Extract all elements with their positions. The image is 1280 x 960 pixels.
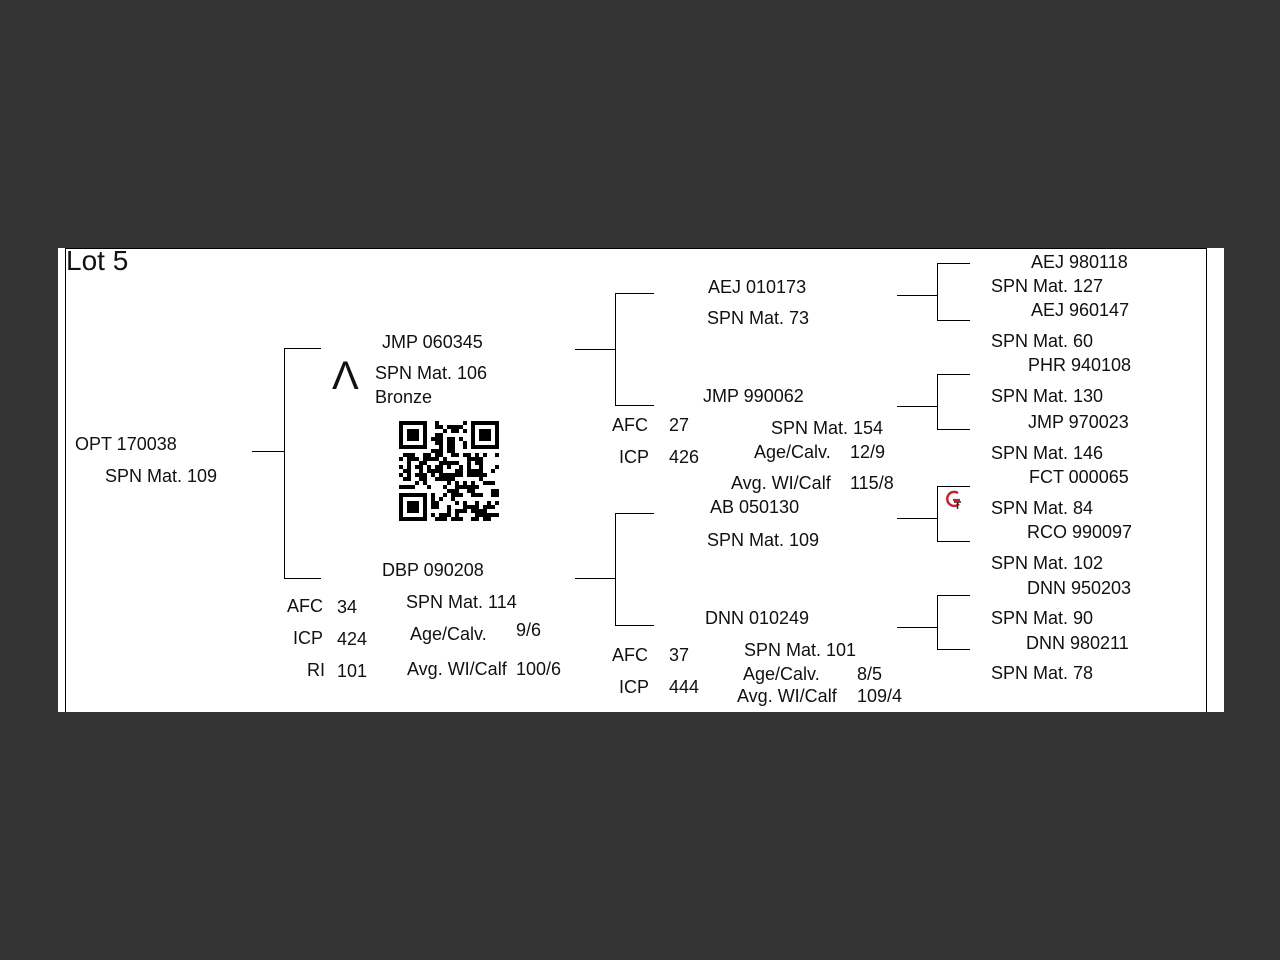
sheet-border-right (1206, 248, 1207, 712)
dam-ri-label: RI (307, 660, 325, 680)
sire-mark: Λ (332, 354, 359, 398)
sire-dam-id: JMP 990062 (703, 386, 804, 406)
gen3-mat-6: SPN Mat. 102 (991, 553, 1104, 573)
connector-line (937, 486, 970, 487)
gen3-id-4: JMP 970023 (1028, 412, 1129, 432)
dam-icp-value: 424 (337, 629, 368, 649)
connector-line (615, 513, 654, 514)
dam-avg-label: Avg. WI/Calf (407, 659, 507, 679)
dam-dam-mat: SPN Mat. 101 (744, 640, 857, 660)
dam-dam-avg-label: Avg. WI/Calf (737, 686, 837, 706)
connector-line (937, 374, 938, 429)
connector-line (284, 578, 321, 579)
sire-dam-age-value: 12/9 (850, 442, 886, 462)
dam-dam-id: DNN 010249 (705, 608, 810, 628)
sire-sire-id: AEJ 010173 (708, 277, 807, 297)
dam-afc-label: AFC (287, 596, 323, 616)
sire-dam-afc-label: AFC (612, 415, 648, 435)
sheet-border-top (65, 248, 1206, 249)
sheet-border-left (65, 248, 66, 712)
sire-dam-afc-value: 27 (669, 415, 690, 435)
dam-mat: SPN Mat. 114 (406, 592, 517, 612)
sire-dam-avg-value: 115/8 (850, 473, 894, 493)
connector-line (575, 578, 615, 579)
qr-code-icon (399, 421, 499, 521)
connector-line (937, 263, 970, 264)
gen3-mat-5: SPN Mat. 84 (991, 498, 1094, 518)
connector-line (937, 595, 970, 596)
sire-dam-mat: SPN Mat. 154 (771, 418, 884, 438)
connector-line (937, 263, 938, 320)
connector-line (937, 429, 970, 430)
gen3-id-1: AEJ 980118 (1031, 252, 1128, 272)
connector-line (897, 406, 937, 407)
dam-dam-afc-value: 37 (669, 645, 690, 665)
lot-title: Lot 5 (66, 245, 129, 276)
connector-line (937, 595, 938, 650)
gen3-id-2: AEJ 960147 (1031, 300, 1130, 320)
pedigree-sheet: Lot 5 OPT 170038 SPN Mat. 109 JMP 060345… (58, 245, 1224, 712)
connector-line (575, 349, 615, 350)
sire-sire-mat: SPN Mat. 73 (707, 308, 810, 328)
sire-mat: SPN Mat. 106 (375, 363, 488, 383)
dam-dam-avg-value: 109/4 (857, 686, 903, 706)
connector-line (897, 627, 937, 628)
gen3-id-5: FCT 000065 (1029, 467, 1129, 487)
dam-sire-mat: SPN Mat. 109 (707, 530, 820, 550)
connector-line (284, 348, 321, 349)
connector-line (284, 348, 285, 578)
connector-line (252, 451, 284, 452)
dam-sire-id: AB 050130 (710, 497, 800, 517)
sire-dam-age-label: Age/Calv. (754, 442, 831, 462)
sire-dam-icp-label: ICP (619, 447, 650, 467)
dam-dam-icp-value: 444 (669, 677, 700, 697)
subject-id: OPT 170038 (75, 434, 177, 454)
connector-line (615, 513, 616, 625)
dam-dam-age-label: Age/Calv. (743, 664, 820, 684)
gen3-mat-4: SPN Mat. 146 (991, 443, 1104, 463)
gen3-id-6: RCO 990097 (1027, 522, 1133, 542)
connector-line (937, 320, 970, 321)
dam-age-value: 9/6 (516, 620, 542, 640)
sire-grade: Bronze (375, 387, 433, 407)
sire-dam-icp-value: 426 (669, 447, 700, 467)
dam-ri-value: 101 (337, 661, 368, 681)
gt-logo-icon (946, 490, 961, 509)
dam-age-label: Age/Calv. (410, 624, 487, 644)
gen3-mat-3: SPN Mat. 130 (991, 386, 1104, 406)
connector-line (615, 293, 654, 294)
dam-id: DBP 090208 (382, 560, 484, 580)
connector-line (937, 374, 970, 375)
gen3-mat-1: SPN Mat. 127 (991, 276, 1104, 296)
connector-line (615, 625, 654, 626)
connector-line (897, 518, 937, 519)
dam-afc-value: 34 (337, 597, 358, 617)
connector-line (937, 649, 970, 650)
sire-id: JMP 060345 (382, 332, 483, 352)
gen3-id-3: PHR 940108 (1028, 355, 1132, 375)
dam-dam-icp-label: ICP (619, 677, 650, 697)
subject-mat: SPN Mat. 109 (105, 466, 218, 486)
gen3-mat-7: SPN Mat. 90 (991, 608, 1094, 628)
gen3-mat-2: SPN Mat. 60 (991, 331, 1094, 351)
dam-dam-age-value: 8/5 (857, 664, 883, 684)
sire-dam-avg-label: Avg. WI/Calf (731, 473, 831, 493)
gen3-mat-8: SPN Mat. 78 (991, 663, 1094, 683)
dam-avg-value: 100/6 (516, 659, 562, 679)
dam-icp-label: ICP (293, 628, 324, 648)
connector-line (937, 486, 938, 541)
connector-line (897, 295, 937, 296)
connector-line (615, 293, 616, 405)
gen3-id-8: DNN 980211 (1026, 633, 1129, 653)
gen3-id-7: DNN 950203 (1027, 578, 1132, 598)
connector-line (937, 541, 970, 542)
dam-dam-afc-label: AFC (612, 645, 648, 665)
connector-line (615, 405, 654, 406)
